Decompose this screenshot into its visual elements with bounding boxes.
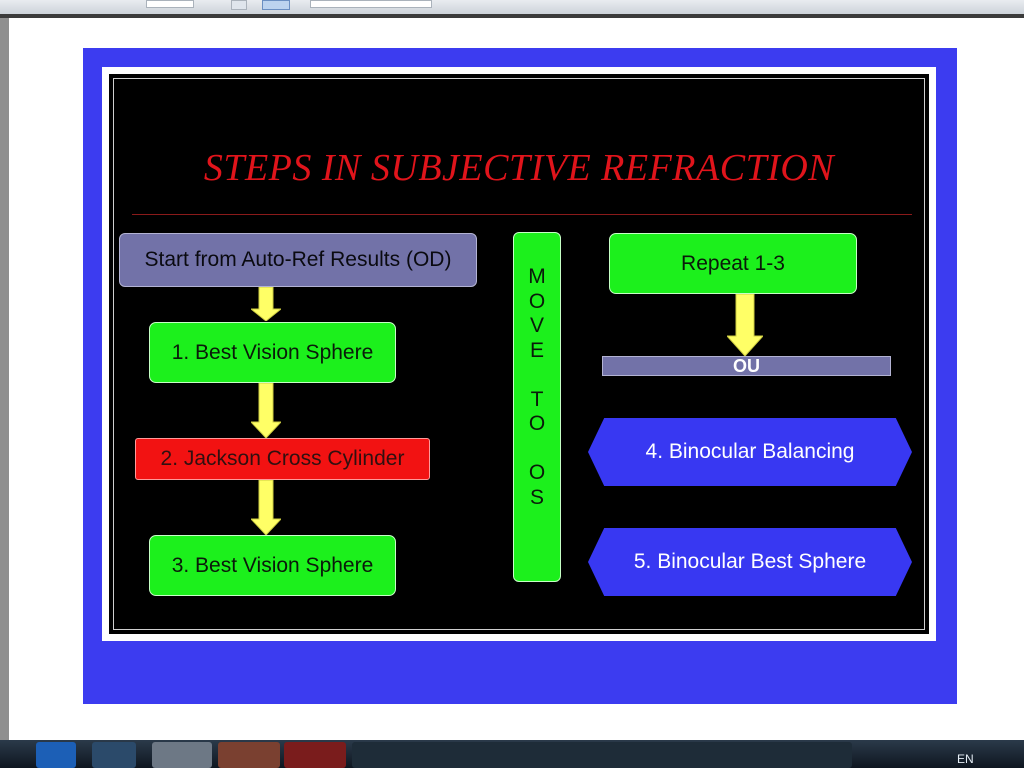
arrow-start-to-step1 [251,287,281,321]
powerpoint-icon[interactable] [218,742,280,768]
move-letter: M [528,265,546,288]
internet-explorer-icon[interactable] [36,742,76,768]
slide-title: STEPS IN SUBJECTIVE REFRACTION [203,147,835,189]
slide-view-icon[interactable] [262,0,290,10]
move-letter: O [528,461,546,484]
messenger-icon[interactable] [152,742,212,768]
left-scrollbar[interactable] [0,18,9,740]
arrow-repeat-to-ou [727,294,763,356]
taskbar-preview[interactable] [352,742,852,768]
toolbar-divider [0,14,1024,18]
zoom-field[interactable] [146,0,194,8]
move-letter: T [530,387,544,411]
slide-border [113,78,925,630]
move-letter: O [528,412,546,435]
pdf-reader-icon[interactable] [284,742,346,768]
step3-box: 3. Best Vision Sphere [149,535,396,596]
step1-box: 1. Best Vision Sphere [149,322,396,383]
view-icon[interactable] [231,0,247,10]
move-to-os-box: M O V E T O O S [513,232,561,582]
move-letter: O [528,289,546,313]
step4-box: 4. Binocular Balancing [588,418,912,486]
language-indicator[interactable]: EN [957,752,974,766]
start-box: Start from Auto-Ref Results (OD) [119,233,477,287]
step2-box: 2. Jackson Cross Cylinder [135,438,430,480]
move-letter: V [529,314,544,337]
step5-box: 5. Binocular Best Sphere [588,528,912,596]
repeat-box: Repeat 1-3 [609,233,857,294]
arrow-step2-to-step3 [251,480,281,535]
ou-bar: OU [602,356,891,376]
move-letter: E [529,338,544,362]
title-underline [132,214,912,215]
app-toolbar [0,0,1024,15]
move-letter: S [529,485,544,509]
media-player-icon[interactable] [92,742,136,768]
arrow-step1-to-step2 [251,383,281,438]
search-field[interactable] [310,0,432,8]
